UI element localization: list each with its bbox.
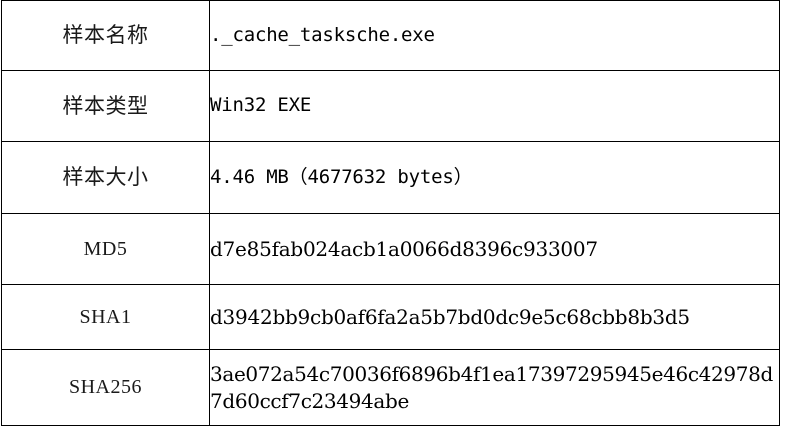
label-text: SHA256 xyxy=(68,376,142,398)
row-label-sample-size: 样本大小 xyxy=(1,141,210,214)
row-label-sample-type: 样本类型 xyxy=(1,70,210,142)
row-value-sha256: 3ae072a54c70036f6896b4f1ea17397295945e46… xyxy=(209,349,780,426)
label-text: MD5 xyxy=(83,237,128,260)
label-text: SHA1 xyxy=(79,305,132,328)
label-text: 样本名称 xyxy=(62,23,149,48)
row-value-md5: d7e85fab024acb1a0066d8396c933007 xyxy=(209,213,780,285)
row-value-sample-size: 4.46 MB（4677632 bytes） xyxy=(209,141,780,214)
table-row: 样本类型 Win32 EXE xyxy=(1,70,780,142)
value-text: ._cache_tasksche.exe xyxy=(210,23,435,46)
table-row: SHA1 d3942bb9cb0af6fa2a5b7bd0dc9e5c68cbb… xyxy=(1,284,780,350)
value-text: Win32 EXE xyxy=(210,94,312,117)
row-value-sample-type: Win32 EXE xyxy=(209,70,780,142)
row-label-sha256: SHA256 xyxy=(1,349,210,426)
row-label-sha1: SHA1 xyxy=(1,284,210,350)
table-row: 样本名称 ._cache_tasksche.exe xyxy=(1,0,780,71)
row-value-sha1: d3942bb9cb0af6fa2a5b7bd0dc9e5c68cbb8b3d5 xyxy=(209,284,780,350)
value-text: d3942bb9cb0af6fa2a5b7bd0dc9e5c68cbb8b3d5 xyxy=(210,304,690,329)
label-text: 样本大小 xyxy=(62,165,149,190)
table-row: SHA256 3ae072a54c70036f6896b4f1ea1739729… xyxy=(1,349,780,426)
label-text: 样本类型 xyxy=(62,93,149,118)
row-label-sample-name: 样本名称 xyxy=(1,0,210,71)
value-text: 3ae072a54c70036f6896b4f1ea17397295945e46… xyxy=(210,361,774,413)
value-text: d7e85fab024acb1a0066d8396c933007 xyxy=(210,236,598,261)
row-label-md5: MD5 xyxy=(1,213,210,285)
table-row: MD5 d7e85fab024acb1a0066d8396c933007 xyxy=(1,213,780,285)
row-value-sample-name: ._cache_tasksche.exe xyxy=(209,0,780,71)
value-text: 4.46 MB（4677632 bytes） xyxy=(210,165,473,188)
table-row: 样本大小 4.46 MB（4677632 bytes） xyxy=(1,141,780,214)
